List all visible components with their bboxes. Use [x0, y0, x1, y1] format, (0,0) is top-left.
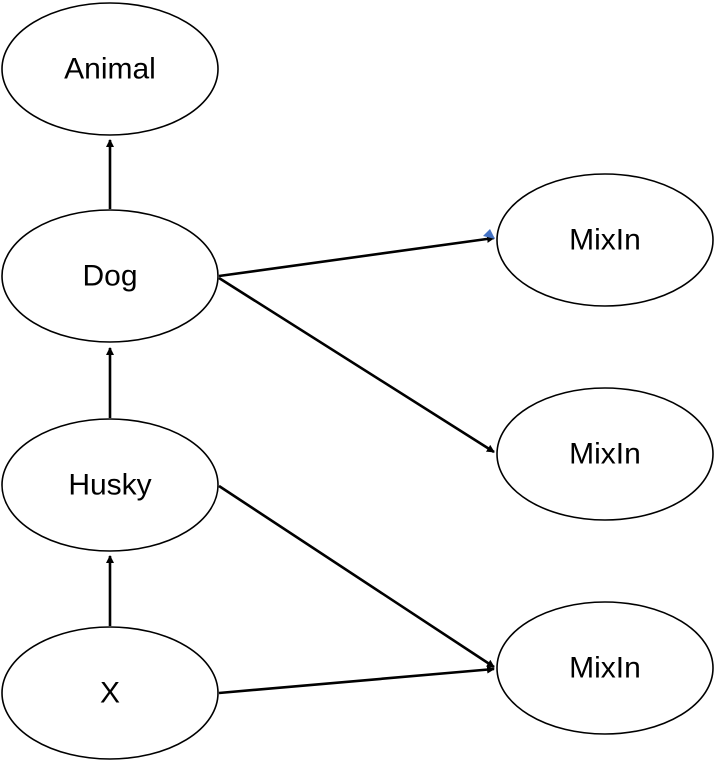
edge-dog-to-mixin-1 [218, 234, 495, 278]
node-dog: Dog [1, 209, 219, 343]
node-dog-shape [1, 209, 219, 343]
node-x-shape [1, 626, 219, 760]
node-animal: Animal [1, 2, 219, 136]
arrow-accent-marker [483, 229, 495, 239]
node-x: X [1, 626, 219, 760]
node-mixin-2-shape [496, 387, 714, 521]
edges [106, 139, 495, 695]
node-husky-shape [1, 418, 219, 552]
node-mixin-1-shape [496, 173, 714, 307]
node-animal-shape [1, 2, 219, 136]
node-mixin-2-label: MixIn [569, 438, 641, 471]
edge-husky-to-mixin-3 [218, 484, 495, 669]
node-dog-label: Dog [82, 260, 137, 293]
edge-x-to-mixin-3 [218, 665, 495, 695]
node-x-label: X [100, 677, 120, 710]
node-husky: Husky [1, 418, 219, 552]
node-mixin-2: MixIn [496, 387, 714, 521]
node-mixin-3-label: MixIn [569, 652, 641, 685]
node-mixin-3-shape [496, 601, 714, 735]
edge-dog-to-mixin-2 [218, 276, 495, 454]
node-animal-label: Animal [64, 53, 156, 86]
node-mixin-1: MixIn [496, 173, 714, 307]
node-mixin-3: MixIn [496, 601, 714, 735]
node-mixin-1-label: MixIn [569, 224, 641, 257]
node-husky-label: Husky [68, 469, 151, 502]
